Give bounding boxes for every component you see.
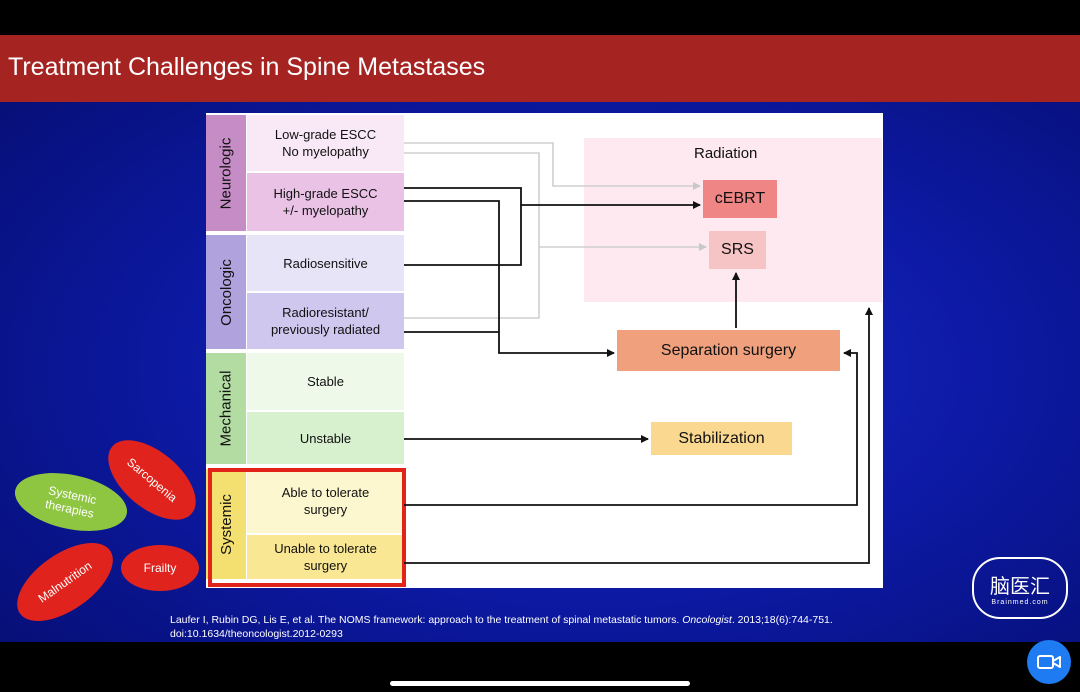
video-camera-icon bbox=[1037, 655, 1061, 669]
category-neurologic: Neurologic bbox=[206, 115, 246, 231]
citation: Laufer I, Rubin DG, Lis E, et al. The NO… bbox=[170, 613, 930, 641]
factor-malnutrition: Malnutrition bbox=[3, 527, 127, 637]
unable-to-radiation-arrow bbox=[404, 307, 873, 564]
category-oncologic: Oncologic bbox=[206, 235, 246, 349]
radiosensitive-to-cebrt-arrow bbox=[404, 205, 522, 266]
outcome-srs: SRS bbox=[709, 231, 766, 269]
able-to-separation-arrow bbox=[404, 349, 858, 506]
cell-unable-to-tolerate: Unable to tolerate surgery bbox=[247, 535, 404, 579]
home-indicator[interactable] bbox=[390, 681, 690, 686]
category-mechanical: Mechanical bbox=[206, 353, 246, 464]
radiation-label: Radiation bbox=[694, 145, 758, 162]
citation-authors: Laufer I, Rubin DG, Lis E, et al. The NO… bbox=[170, 614, 683, 626]
cell-high-grade-escc: High-grade ESCC +/- myelopathy bbox=[247, 173, 404, 231]
citation-details: . 2013;18(6):744-751. bbox=[731, 614, 833, 626]
high-grade-to-cebrt-arrow bbox=[404, 187, 701, 209]
watermark-subtext: Brainmed.com bbox=[991, 599, 1049, 606]
cell-unstable: Unstable bbox=[247, 412, 404, 464]
low-grade-to-srs-arrow bbox=[404, 152, 707, 251]
watermark-logo: 脑医汇 Brainmed.com bbox=[972, 557, 1068, 619]
outcome-separation-surgery: Separation surgery bbox=[617, 330, 840, 371]
flow-arrows bbox=[404, 142, 873, 564]
radioresistant-to-srs-arrow bbox=[404, 247, 540, 319]
slide: Treatment Challenges in Spine Metastases… bbox=[0, 35, 1080, 642]
cell-radiosensitive: Radiosensitive bbox=[247, 235, 404, 291]
cell-radioresistant: Radioresistant/ previously radiated bbox=[247, 293, 404, 349]
factor-frailty: Frailty bbox=[121, 545, 199, 591]
systemic-highlight-frame bbox=[208, 468, 406, 587]
noms-diagram: Radiation Neurologic Oncologic Mechanica… bbox=[206, 113, 883, 588]
slide-title: Treatment Challenges in Spine Metastases bbox=[8, 53, 486, 81]
cell-low-grade-escc: Low-grade ESCC No myelopathy bbox=[247, 115, 404, 171]
camera-button[interactable] bbox=[1027, 640, 1071, 684]
cell-able-to-tolerate: Able to tolerate surgery bbox=[247, 469, 404, 533]
low-grade-to-cebrt-arrow bbox=[404, 142, 701, 190]
citation-journal: Oncologist bbox=[682, 614, 732, 626]
citation-doi: doi:10.1634/theoncologist.2012-0293 bbox=[170, 628, 343, 640]
watermark-text: 脑医汇 bbox=[990, 576, 1050, 598]
cell-stable: Stable bbox=[247, 353, 404, 410]
high-grade-to-separation-arrow bbox=[404, 200, 615, 357]
outcome-cebrt: cEBRT bbox=[703, 180, 777, 218]
title-bar: Treatment Challenges in Spine Metastases bbox=[0, 35, 1080, 102]
category-systemic: Systemic bbox=[206, 469, 246, 579]
outcome-stabilization: Stabilization bbox=[651, 422, 792, 455]
